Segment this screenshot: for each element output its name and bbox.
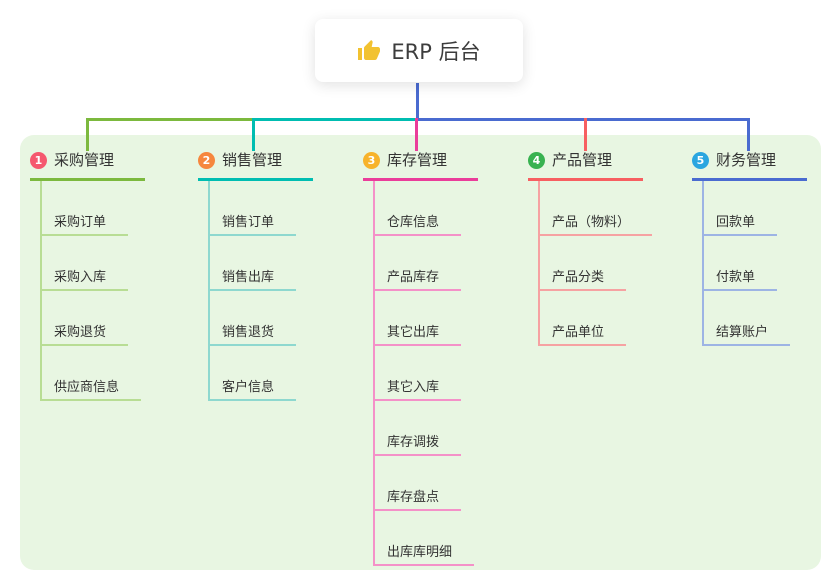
branch-item[interactable]: 结算账户 bbox=[704, 291, 791, 346]
branch-label: 销售管理 bbox=[222, 151, 283, 169]
root-node[interactable]: ERP 后台 bbox=[315, 19, 523, 82]
bus-connector-segment bbox=[86, 118, 253, 121]
branch-number-badge: 4 bbox=[528, 152, 545, 169]
branch-label: 库存管理 bbox=[387, 151, 448, 169]
bus-connector-segment bbox=[253, 118, 417, 121]
branch-header[interactable]: 5 财务管理 bbox=[692, 150, 807, 181]
branch-item[interactable]: 产品库存 bbox=[375, 236, 462, 291]
root-stem-connector bbox=[416, 83, 419, 118]
bus-connector-segment bbox=[417, 118, 749, 121]
branch-item[interactable]: 销售退货 bbox=[210, 291, 297, 346]
branch-销售管理: 2 销售管理 销售订单销售出库销售退货客户信息 bbox=[198, 150, 313, 401]
branch-item[interactable]: 销售出库 bbox=[210, 236, 297, 291]
branch-header[interactable]: 2 销售管理 bbox=[198, 150, 313, 181]
branch-header[interactable]: 4 产品管理 bbox=[528, 150, 643, 181]
branch-drop-connector bbox=[86, 118, 89, 151]
branch-drop-connector bbox=[584, 118, 587, 151]
branch-item[interactable]: 库存盘点 bbox=[375, 456, 462, 511]
branch-item[interactable]: 库存调拨 bbox=[375, 401, 462, 456]
thumbs-up-icon bbox=[357, 39, 381, 63]
branch-item[interactable]: 仓库信息 bbox=[375, 181, 462, 236]
branch-item[interactable]: 产品分类 bbox=[540, 236, 627, 291]
branch-item[interactable]: 销售订单 bbox=[210, 181, 297, 236]
branch-采购管理: 1 采购管理 采购订单采购入库采购退货供应商信息 bbox=[30, 150, 145, 401]
branch-drop-connector bbox=[252, 118, 255, 151]
branch-items: 销售订单销售出库销售退货客户信息 bbox=[208, 181, 313, 401]
branch-number-badge: 5 bbox=[692, 152, 709, 169]
branch-item[interactable]: 采购入库 bbox=[42, 236, 129, 291]
branch-label: 财务管理 bbox=[716, 151, 777, 169]
branch-item[interactable]: 产品单位 bbox=[540, 291, 627, 346]
branch-item[interactable]: 付款单 bbox=[704, 236, 778, 291]
branch-item[interactable]: 供应商信息 bbox=[42, 346, 142, 401]
branch-items: 产品（物料）产品分类产品单位 bbox=[538, 181, 653, 346]
branch-label: 产品管理 bbox=[552, 151, 613, 169]
branch-header[interactable]: 1 采购管理 bbox=[30, 150, 145, 181]
branch-items: 回款单付款单结算账户 bbox=[702, 181, 807, 346]
branch-item[interactable]: 其它出库 bbox=[375, 291, 462, 346]
branch-财务管理: 5 财务管理 回款单付款单结算账户 bbox=[692, 150, 807, 346]
branch-header[interactable]: 3 库存管理 bbox=[363, 150, 478, 181]
branch-drop-connector bbox=[747, 118, 750, 151]
branch-item[interactable]: 客户信息 bbox=[210, 346, 297, 401]
branch-item[interactable]: 采购退货 bbox=[42, 291, 129, 346]
branch-库存管理: 3 库存管理 仓库信息产品库存其它出库其它入库库存调拨库存盘点出库库明细 bbox=[363, 150, 478, 566]
branch-item[interactable]: 产品（物料） bbox=[540, 181, 653, 236]
branch-item[interactable]: 回款单 bbox=[704, 181, 778, 236]
branch-drop-connector bbox=[415, 118, 418, 151]
branch-item[interactable]: 出库库明细 bbox=[375, 511, 475, 566]
branch-number-badge: 3 bbox=[363, 152, 380, 169]
branch-item[interactable]: 其它入库 bbox=[375, 346, 462, 401]
branch-items: 采购订单采购入库采购退货供应商信息 bbox=[40, 181, 145, 401]
root-label: ERP 后台 bbox=[391, 39, 481, 64]
branch-产品管理: 4 产品管理 产品（物料）产品分类产品单位 bbox=[528, 150, 653, 346]
branch-items: 仓库信息产品库存其它出库其它入库库存调拨库存盘点出库库明细 bbox=[373, 181, 478, 566]
branches-panel bbox=[20, 135, 821, 570]
branch-number-badge: 2 bbox=[198, 152, 215, 169]
branch-item[interactable]: 采购订单 bbox=[42, 181, 129, 236]
branch-label: 采购管理 bbox=[54, 151, 115, 169]
branch-number-badge: 1 bbox=[30, 152, 47, 169]
